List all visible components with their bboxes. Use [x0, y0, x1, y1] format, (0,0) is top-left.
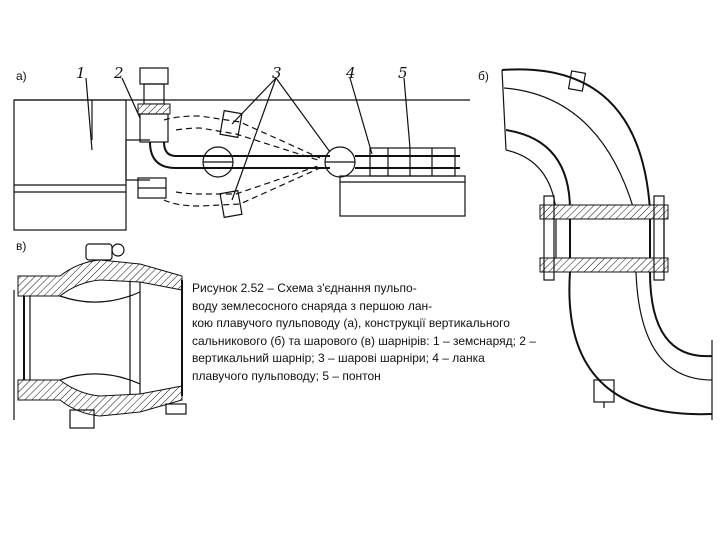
- label-1: 1: [76, 64, 86, 82]
- pontoon-rect: [369, 147, 456, 177]
- caption-line: кою плавучого пульповоду (а), конструкці…: [192, 316, 510, 330]
- dredger-hull: [13, 99, 127, 231]
- caption-line: вертикальний шарнір; 3 – шарові шарніри;…: [192, 351, 485, 365]
- caption-line: воду землесосного снаряда з першою лан-: [192, 298, 433, 313]
- label-5: 5: [398, 64, 408, 82]
- panel-b-label: б): [478, 69, 489, 83]
- panel-c-label: в): [16, 239, 26, 253]
- caption-line: сальникового (б) та шарового (в) шарнірі…: [192, 333, 536, 348]
- label-4: 4: [345, 64, 356, 82]
- label-3: 3: [272, 64, 282, 82]
- pontoon: [339, 175, 466, 217]
- caption-line: плавучого пульповоду; 5 – понтон: [192, 368, 381, 383]
- figure-caption: Рисунок 2.52 – Схема з'єднання пульпо- в…: [192, 280, 592, 385]
- panel-a-label: а): [16, 69, 27, 83]
- panel-c-ball-joint: в): [13, 239, 187, 429]
- panel-b-packing-hinge: б): [478, 68, 713, 420]
- label-2: 2: [113, 64, 124, 82]
- panel-a-scheme: а) 1 2 3 4 5: [13, 64, 470, 231]
- caption-line: Рисунок 2.52 – Схема з'єднання пульпо-: [192, 281, 417, 295]
- vertical-hinge-top: [139, 67, 169, 85]
